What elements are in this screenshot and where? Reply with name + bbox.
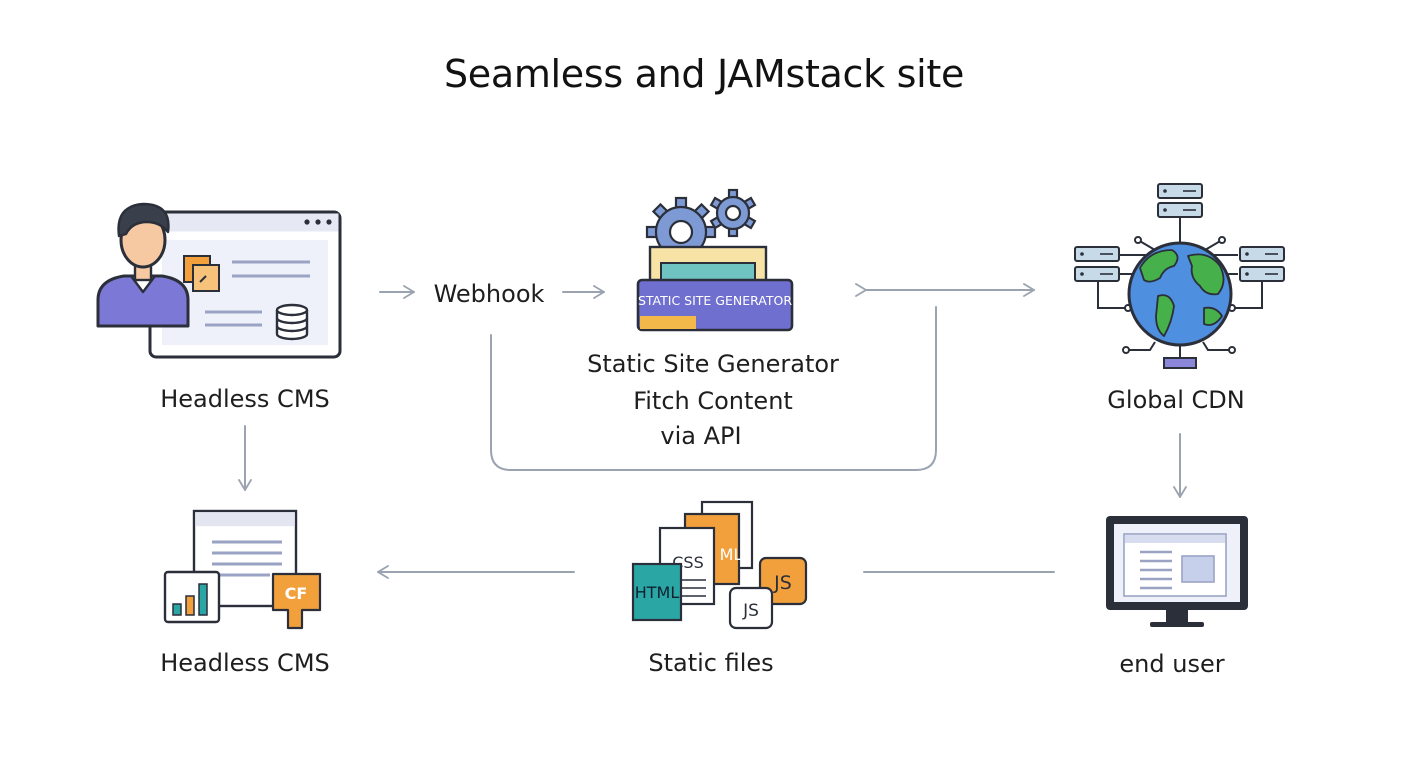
- connectors: [238, 283, 1187, 579]
- loop-connector: [490, 306, 937, 471]
- html-file-text: HTML: [635, 583, 680, 602]
- database-icon: [275, 303, 309, 341]
- label-ssg-line3: via API: [660, 422, 741, 450]
- analytics-documents-icon: CF: [163, 509, 322, 630]
- label-ssg-line1: Static Site Generator: [587, 350, 839, 378]
- cf-badge-text: CF: [285, 584, 308, 603]
- server-rack-icons: [1074, 183, 1285, 282]
- static-file-stack-icon: ML CSS HTML JS JS: [631, 500, 808, 630]
- label-headless-cms-top: Headless CMS: [160, 385, 330, 413]
- label-end-user: end user: [1119, 650, 1224, 678]
- page-title: Seamless and JAMstack site: [443, 52, 965, 96]
- gear-static-site-generator-icon: STATIC SITE GENERATOR: [636, 188, 794, 332]
- person-at-cms-window-icon: [96, 202, 342, 359]
- label-webhook: Webhook: [434, 280, 545, 308]
- desktop-monitor-icon: [1106, 516, 1248, 627]
- js-orange-text: JS: [773, 572, 792, 594]
- ml-file-text: ML: [720, 545, 743, 564]
- label-ssg-line2: Fitch Content: [633, 387, 793, 415]
- label-global-cdn: Global CDN: [1107, 386, 1244, 414]
- label-static-files: Static files: [648, 649, 773, 677]
- label-headless-cms-bottom: Headless CMS: [160, 649, 330, 677]
- globe-server-network-icon: [1074, 183, 1285, 369]
- globe-landmass: [1139, 249, 1225, 337]
- gear-small-icon: [709, 188, 757, 238]
- js-white-text: JS: [742, 601, 759, 621]
- ssg-badge-text: STATIC SITE GENERATOR: [638, 293, 792, 308]
